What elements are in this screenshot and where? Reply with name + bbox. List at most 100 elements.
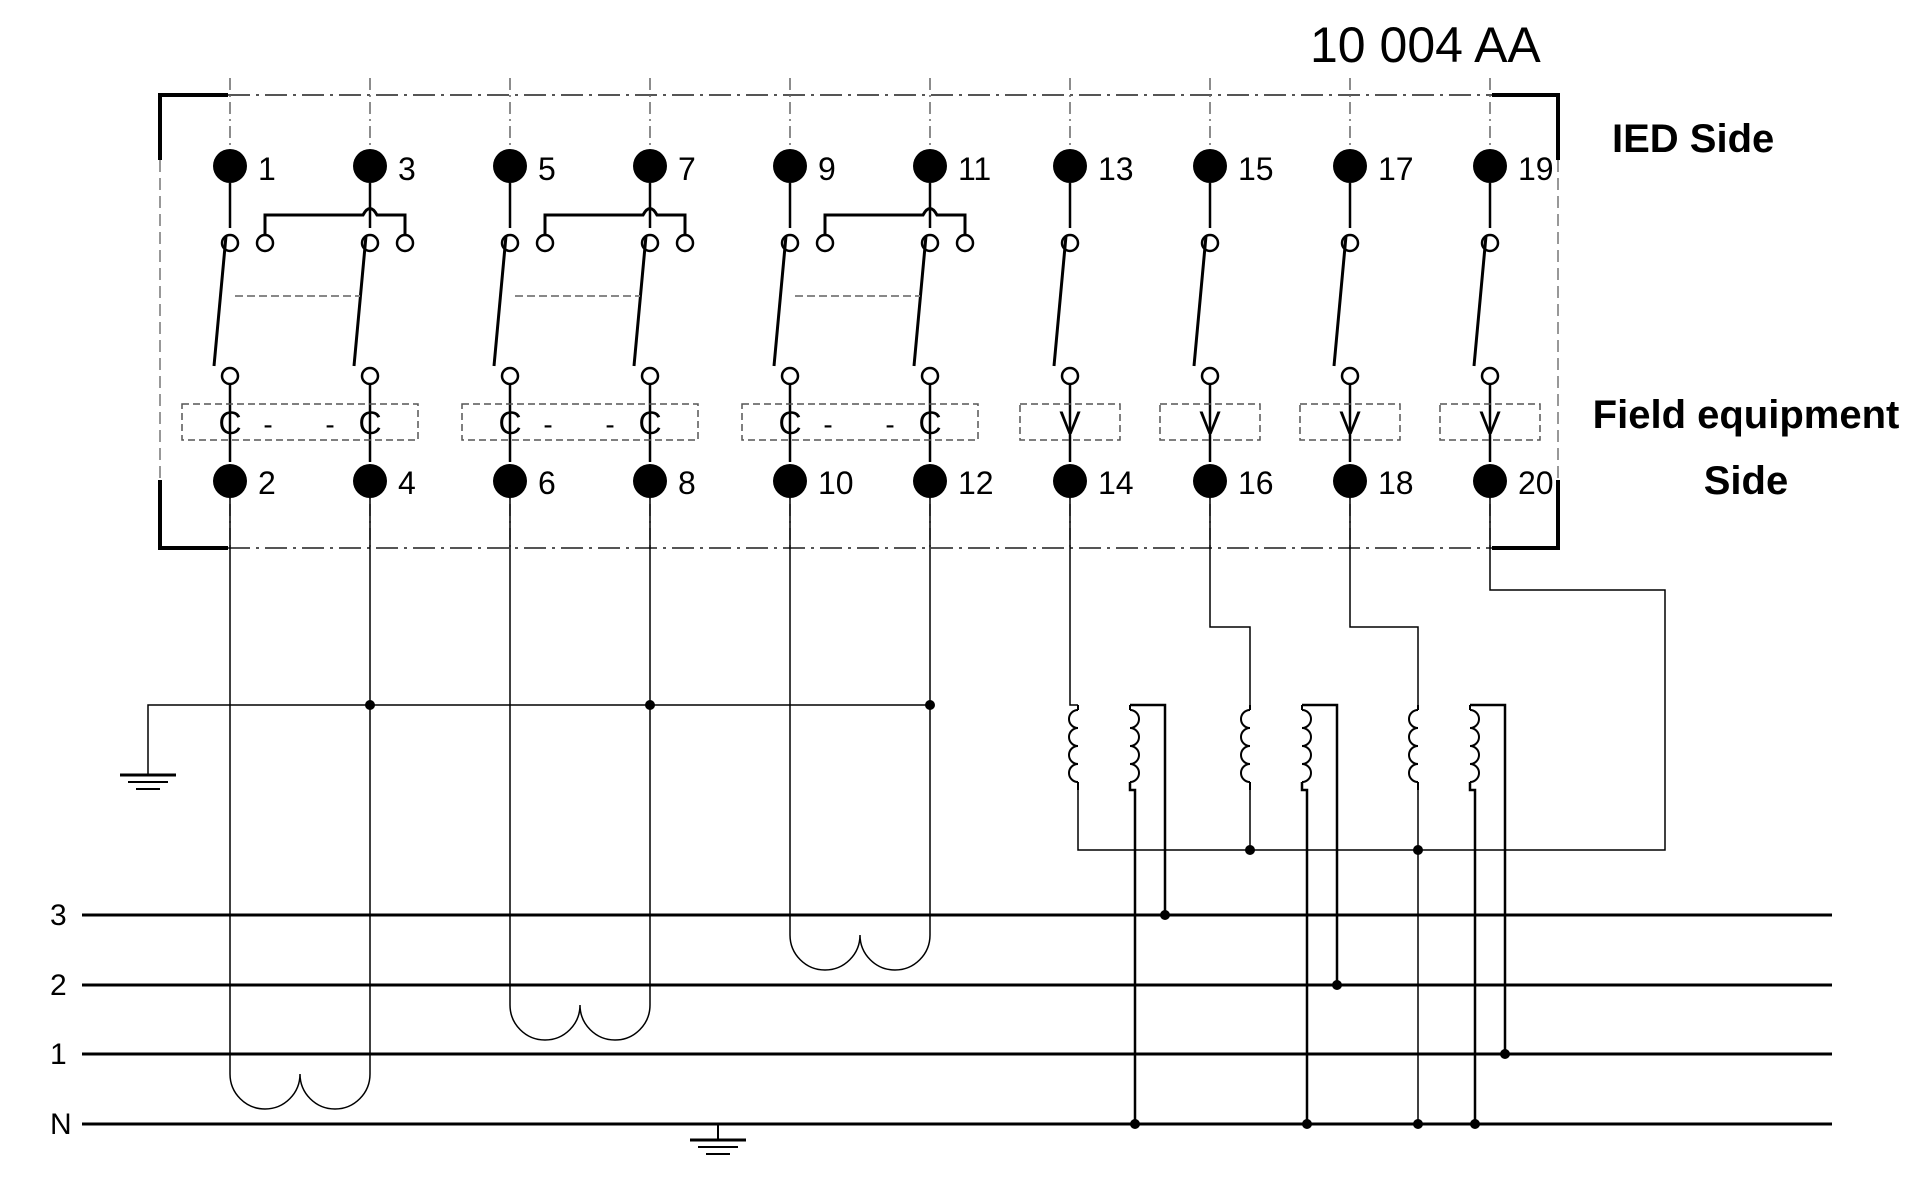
vt-secondary-lead: [1300, 782, 1309, 1124]
terminal-number-bottom: 12: [958, 465, 994, 501]
short-contact-ring: [815, 233, 835, 253]
terminal-number-bottom: 2: [258, 465, 276, 501]
circuit-group-marker: -: [325, 409, 334, 440]
vt-secondary-lead: [1468, 782, 1477, 1124]
junction-dot: [365, 700, 375, 710]
vt-secondary-coil: [1469, 709, 1480, 783]
terminal-dot: [493, 464, 527, 498]
junction-dot: [645, 700, 655, 710]
field-side-label-line1: Field equipment: [1593, 393, 1900, 437]
switch-blade: [1332, 235, 1348, 367]
current-test-box: [181, 403, 419, 441]
circuit-type-letter: V: [1339, 405, 1361, 441]
contact-ring: [1340, 366, 1360, 386]
bus-label-2: 2: [50, 969, 67, 1002]
switch-blade: [632, 235, 648, 367]
junction-dot: [1130, 1119, 1140, 1129]
voltage-test-box: [1439, 403, 1541, 441]
circuit-group-marker: -: [605, 409, 614, 440]
bus-label-3: 3: [50, 899, 67, 932]
contact-ring: [780, 366, 800, 386]
vt-secondary-lead: [1128, 782, 1137, 1124]
ied-side-label: IED Side: [1612, 117, 1774, 161]
circuit-type-letter: C: [778, 405, 801, 441]
junction-dot: [1160, 910, 1170, 920]
circuit-group-marker: -: [543, 409, 552, 440]
terminal-dot: [1473, 464, 1507, 498]
diagram-base-layer: [82, 78, 1832, 1155]
terminal-dot: [773, 464, 807, 498]
terminal-number-bottom: 4: [398, 465, 416, 501]
contact-ring: [1200, 366, 1220, 386]
vt-primary-coil: [1408, 709, 1419, 783]
circuit-type-letter: C: [358, 405, 381, 441]
contact-ring: [220, 366, 240, 386]
contact-ring: [1060, 366, 1080, 386]
terminal-dot: [913, 464, 947, 498]
switch-blade: [912, 235, 928, 367]
bus-label-1: 1: [50, 1038, 67, 1071]
circuit-type-letter: C: [918, 405, 941, 441]
terminal-dot: [1473, 149, 1507, 183]
vt-primary-coil: [1068, 709, 1079, 783]
short-circuit-bridge: [263, 207, 407, 235]
terminal-dot: [353, 149, 387, 183]
switch-blade: [352, 235, 368, 367]
terminal-dot: [353, 464, 387, 498]
circuit-type-letter: C: [498, 405, 521, 441]
contact-ring: [1480, 366, 1500, 386]
terminal-number-bottom: 8: [678, 465, 696, 501]
vt-wire: [1069, 498, 1078, 706]
terminal-dot: [1053, 149, 1087, 183]
circuit-type-letter: V: [1199, 405, 1221, 441]
vt-wire: [1077, 498, 1666, 851]
terminal-number-bottom: 16: [1238, 465, 1274, 501]
terminal-dot: [773, 149, 807, 183]
terminal-dot: [213, 149, 247, 183]
terminal-dot: [913, 149, 947, 183]
short-contact-ring: [255, 233, 275, 253]
field-side-label-line2: Side: [1704, 459, 1788, 503]
terminal-dot: [633, 149, 667, 183]
contact-ring: [500, 366, 520, 386]
vt-secondary-coil: [1129, 709, 1140, 783]
model-code: 10 004 AA: [1310, 17, 1541, 73]
switch-blade: [212, 235, 228, 367]
voltage-test-box: [1159, 403, 1261, 441]
circuit-type-letter: C: [218, 405, 241, 441]
contact-ring: [920, 366, 940, 386]
terminal-dot: [633, 464, 667, 498]
short-contact-ring: [535, 233, 555, 253]
switch-blade: [1472, 235, 1488, 367]
terminal-dot: [1333, 149, 1367, 183]
vt-secondary-lead: [1470, 703, 1507, 1054]
terminal-dot: [213, 464, 247, 498]
short-circuit-bridge: [823, 207, 967, 235]
terminal-number-bottom: 10: [818, 465, 854, 501]
terminal-dot: [493, 149, 527, 183]
terminal-number-top: 3: [398, 151, 416, 187]
vt-primary-coil: [1240, 709, 1251, 783]
junction-dot: [1413, 1119, 1423, 1129]
vt-wire: [1349, 498, 1419, 705]
earth-wire: [147, 704, 930, 758]
junction-dot: [1470, 1119, 1480, 1129]
junction-dot: [1302, 1119, 1312, 1129]
terminal-number-top: 15: [1238, 151, 1274, 187]
voltage-test-box: [1019, 403, 1121, 441]
vt-secondary-coil: [1301, 709, 1312, 783]
terminal-number-bottom: 18: [1378, 465, 1414, 501]
terminal-number-bottom: 14: [1098, 465, 1134, 501]
terminal-number-top: 9: [818, 151, 836, 187]
circuit-type-letter: V: [1479, 405, 1501, 441]
switch-blade: [1052, 235, 1068, 367]
current-transformer-loop: [509, 1004, 651, 1041]
terminal-number-top: 11: [958, 151, 991, 187]
terminal-dot: [1053, 464, 1087, 498]
junction-dot: [1500, 1049, 1510, 1059]
current-test-box: [741, 403, 979, 441]
bus-label-n: N: [50, 1108, 72, 1141]
switch-blade: [772, 235, 788, 367]
